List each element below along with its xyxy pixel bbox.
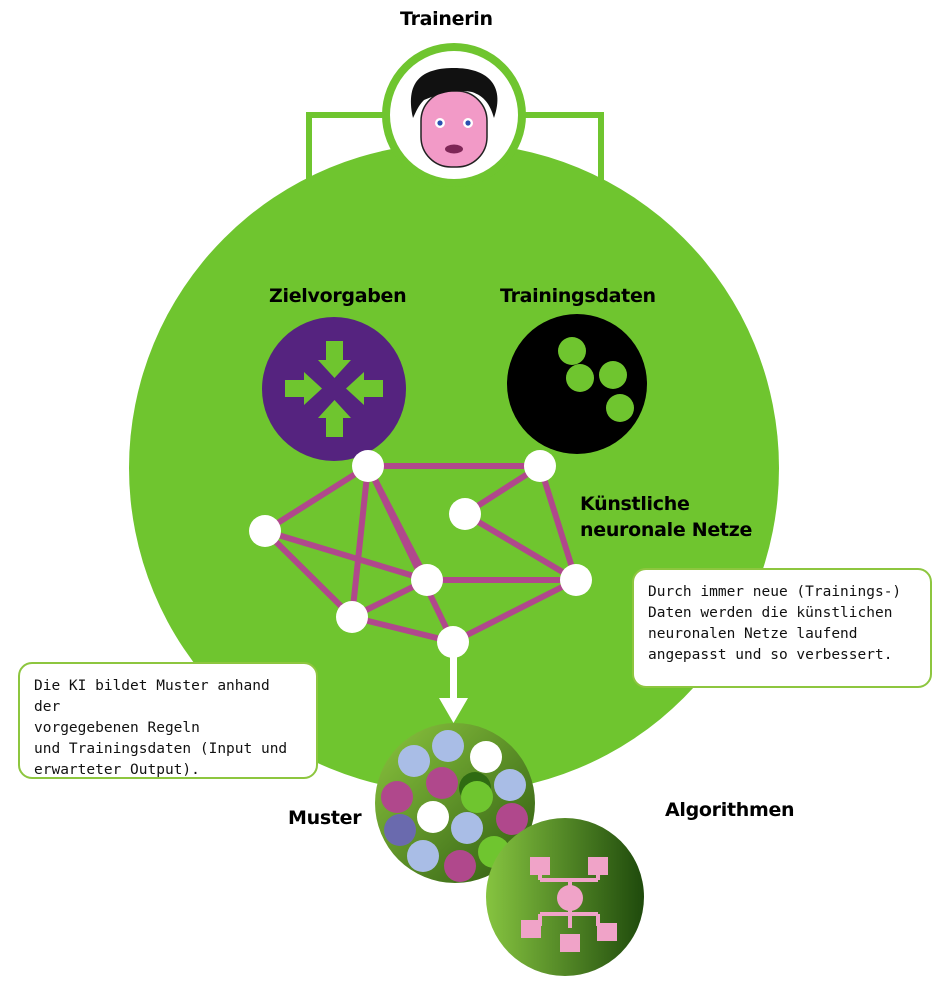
pattern-explanation-text: Die KI bildet Muster anhand der vorgegeb… — [34, 678, 288, 778]
goals-label: Zielvorgaben — [269, 285, 407, 307]
down-arrow — [439, 655, 468, 723]
network-explanation-text: Durch immer neue (Trainings-) Daten werd… — [648, 584, 902, 663]
patterns-label: Muster — [288, 807, 362, 829]
training-data-label: Trainingsdaten — [500, 285, 656, 307]
arrow-head-left — [294, 198, 324, 222]
network-nodes — [249, 450, 592, 658]
arrow-head-right — [586, 198, 616, 222]
trainer-connector-arrows — [306, 112, 604, 202]
algorithm-flowchart-icon — [486, 818, 644, 976]
converging-arrows-icon — [262, 317, 406, 461]
pattern-explanation-note: Die KI bildet Muster anhand der vorgegeb… — [18, 662, 318, 779]
network-label-line2: neuronale Netze — [580, 519, 753, 541]
network-explanation-note: Durch immer neue (Trainings-) Daten werd… — [632, 568, 932, 688]
patterns-circle — [375, 723, 535, 883]
data-dots-icon — [507, 314, 647, 454]
trainer-label: Trainerin — [400, 8, 493, 30]
network-label-line1: Künstliche — [580, 493, 690, 515]
trainer-avatar-icon — [382, 43, 526, 187]
algorithms-label: Algorithmen — [665, 799, 795, 821]
